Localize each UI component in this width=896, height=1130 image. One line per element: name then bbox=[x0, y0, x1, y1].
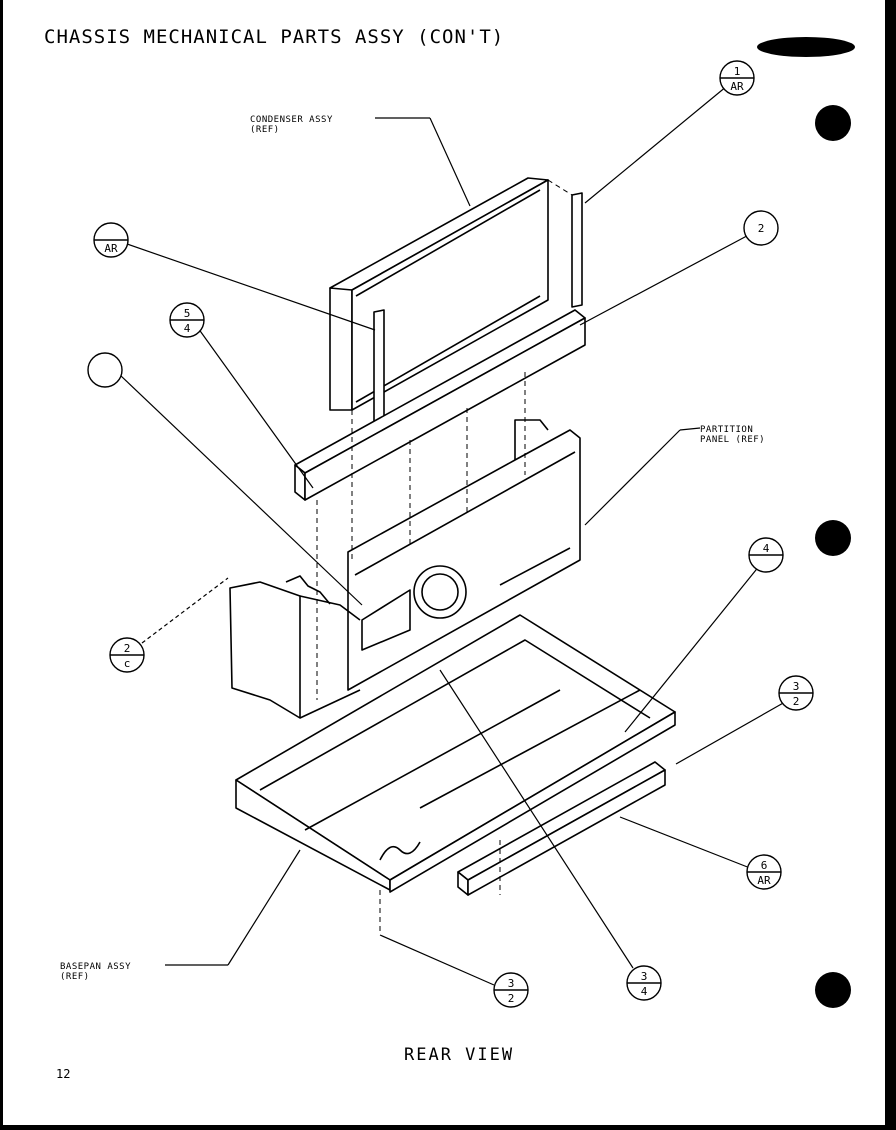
binder-hole bbox=[815, 520, 851, 556]
callout-8-top: 3 bbox=[793, 680, 800, 693]
callout-9-bottom: AR bbox=[757, 874, 771, 887]
binder-hole bbox=[815, 972, 851, 1008]
scan-border-left bbox=[0, 0, 3, 1130]
ink-smudge bbox=[757, 37, 855, 57]
scan-border-bottom bbox=[0, 1125, 896, 1130]
callout-circles bbox=[87, 60, 814, 1008]
alignment-lines bbox=[316, 179, 573, 935]
callout-2-bottom: AR bbox=[104, 242, 118, 255]
callout-4-top: 5 bbox=[184, 307, 191, 320]
callout-3-top: 2 bbox=[758, 222, 765, 235]
callout-10-bottom: 2 bbox=[508, 992, 515, 1005]
callout-6-top: 2 bbox=[124, 642, 131, 655]
scan-border-right bbox=[885, 0, 896, 1130]
callout-1-bottom: AR bbox=[730, 80, 744, 93]
lower-bar-part bbox=[457, 761, 666, 896]
page-number: 12 bbox=[56, 1067, 71, 1081]
binder-hole bbox=[815, 105, 851, 141]
callout-1-top: 1 bbox=[734, 65, 741, 78]
callout-9-top: 6 bbox=[761, 859, 768, 872]
label-condenser-assy: CONDENSER ASSY (REF) bbox=[250, 115, 333, 135]
basepan-assy-part bbox=[235, 614, 676, 893]
view-title: REAR VIEW bbox=[404, 1045, 515, 1065]
partition-panel-part bbox=[347, 419, 581, 691]
callout-10-top: 3 bbox=[508, 977, 515, 990]
label-partition-panel: PARTITION PANEL (REF) bbox=[700, 425, 766, 445]
callout-11-bottom: 4 bbox=[641, 985, 648, 998]
leader-lines bbox=[119, 85, 786, 986]
condenser-assy-part bbox=[329, 177, 583, 425]
page-title: CHASSIS MECHANICAL PARTS ASSY (CON'T) bbox=[44, 26, 505, 48]
callout-6-bottom: c bbox=[124, 657, 131, 670]
label-basepan-assy: BASEPAN ASSY (REF) bbox=[60, 962, 132, 982]
callout-8-bottom: 2 bbox=[793, 695, 800, 708]
callout-7-top: 4 bbox=[763, 542, 770, 555]
callout-4-bottom: 4 bbox=[184, 322, 191, 335]
callout-11-top: 3 bbox=[641, 970, 648, 983]
front-bar-part bbox=[294, 309, 586, 501]
side-shroud-part bbox=[229, 575, 361, 719]
